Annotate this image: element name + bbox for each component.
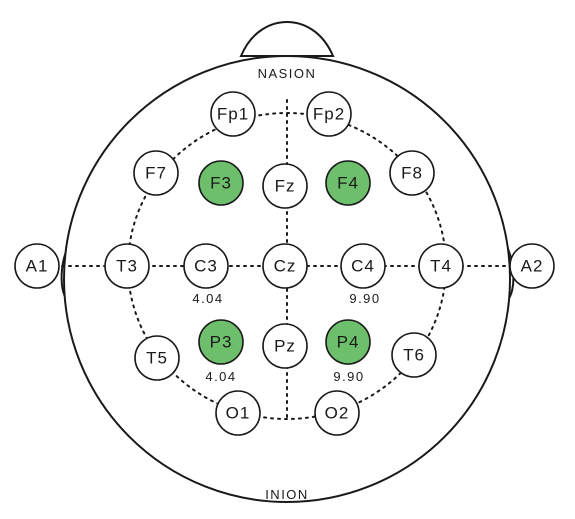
- inion-label: INION: [265, 487, 309, 502]
- electrode-label: F7: [145, 164, 167, 183]
- electrode-t5[interactable]: T5: [134, 335, 180, 381]
- electrode-fp2[interactable]: Fp2: [306, 91, 352, 137]
- electrode-label: O2: [325, 404, 350, 423]
- c4-value: 9.90: [349, 291, 380, 306]
- electrode-a2[interactable]: A2: [509, 243, 555, 289]
- electrode-pz[interactable]: Pz: [262, 323, 308, 369]
- p4-value: 9.90: [333, 369, 364, 384]
- electrode-label: Cz: [274, 257, 297, 276]
- electrode-label: Fp2: [313, 105, 345, 124]
- electrode-label: A1: [26, 257, 49, 276]
- electrode-o1[interactable]: O1: [215, 390, 261, 436]
- electrode-label: Fz: [275, 177, 296, 196]
- nose: [239, 20, 335, 57]
- electrode-fz[interactable]: Fz: [262, 163, 308, 209]
- electrode-label: C3: [194, 257, 218, 276]
- electrode-o2[interactable]: O2: [314, 390, 360, 436]
- electrode-label: F4: [337, 174, 359, 193]
- electrode-label: F3: [210, 174, 232, 193]
- electrode-t3[interactable]: T3: [104, 243, 150, 289]
- electrode-f3[interactable]: F3: [198, 160, 244, 206]
- electrode-f8[interactable]: F8: [389, 150, 435, 196]
- electrode-p4[interactable]: P4: [325, 319, 371, 365]
- p3-value: 4.04: [205, 369, 236, 384]
- electrode-label: P3: [210, 333, 233, 352]
- electrode-label: Fp1: [217, 105, 249, 124]
- electrode-f7[interactable]: F7: [133, 150, 179, 196]
- electrode-label: T6: [403, 346, 425, 365]
- electrode-t6[interactable]: T6: [391, 332, 437, 378]
- electrode-label: P4: [337, 333, 360, 352]
- electrode-c4[interactable]: C4: [340, 243, 386, 289]
- electrode-a1[interactable]: A1: [14, 243, 60, 289]
- electrode-c3[interactable]: C3: [183, 243, 229, 289]
- nasion-label: NASION: [258, 66, 317, 81]
- electrode-label: C4: [351, 257, 375, 276]
- electrode-label: T4: [430, 257, 452, 276]
- electrode-f4[interactable]: F4: [325, 160, 371, 206]
- electrode-fp1[interactable]: Fp1: [210, 91, 256, 137]
- electrode-cz[interactable]: Cz: [262, 243, 308, 289]
- electrode-p3[interactable]: P3: [198, 319, 244, 365]
- electrode-label: Pz: [274, 337, 296, 356]
- electrode-label: T3: [116, 257, 138, 276]
- electrode-label: A2: [521, 257, 544, 276]
- electrode-label: T5: [146, 349, 168, 368]
- c3-value: 4.04: [192, 291, 223, 306]
- electrode-t4[interactable]: T4: [418, 243, 464, 289]
- electrode-label: O1: [226, 404, 251, 423]
- electrode-label: F8: [401, 164, 423, 183]
